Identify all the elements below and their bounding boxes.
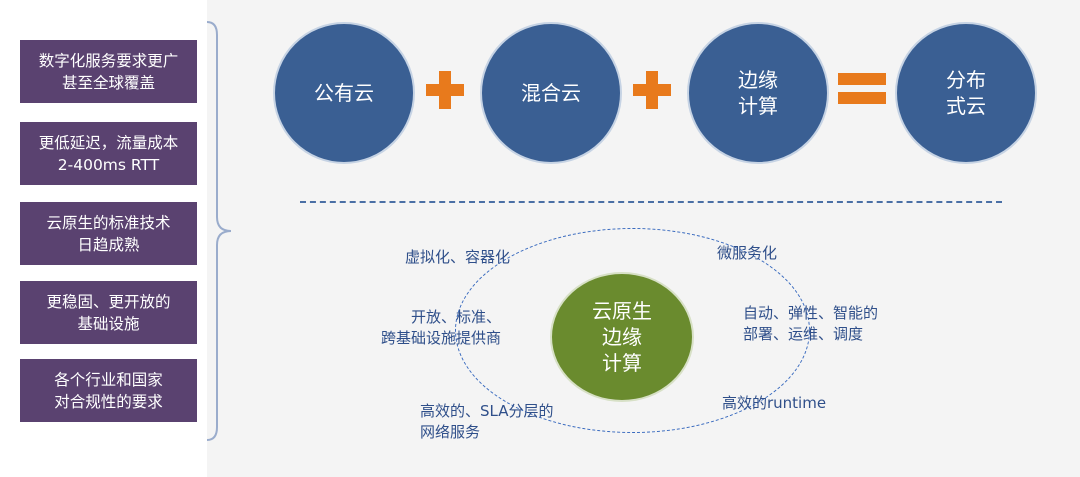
feature-runtime: 高效的runtime [722,394,827,412]
feature-virtualization: 虚拟化、容器化 [405,248,511,266]
driver-box-coverage: 数字化服务要求更广 甚至全球覆盖 [20,40,197,103]
driver-box-latency: 更低延迟，流量成本 2-400ms RTT [20,122,197,185]
right-bracket [206,21,232,441]
cloud-native-edge-circle: 云原生 边缘 计算 [550,272,694,402]
driver-box-cloud-native: 云原生的标准技术 日趋成熟 [20,202,197,265]
feature-networking: 高效的、SLA分层的 网络服务 [420,402,554,441]
hybrid-cloud-circle: 混合云 [480,22,622,164]
dashed-ellipse [455,228,810,433]
distributed-cloud-circle: 分布 式云 [895,22,1037,164]
edge-computing-circle: 边缘 计算 [687,22,829,164]
public-cloud-circle: 公有云 [273,22,415,164]
feature-automation: 自动、弹性、智能的 部署、运维、调度 [743,304,879,343]
driver-box-compliance: 各个行业和国家 对合规性的要求 [20,359,197,422]
driver-box-infrastructure: 更稳固、更开放的 基础设施 [20,281,197,344]
dashed-separator [300,201,1002,203]
feature-open-standards: 开放、标准、 跨基础设施提供商 [380,308,501,347]
feature-microservices: 微服务化 [717,244,778,262]
